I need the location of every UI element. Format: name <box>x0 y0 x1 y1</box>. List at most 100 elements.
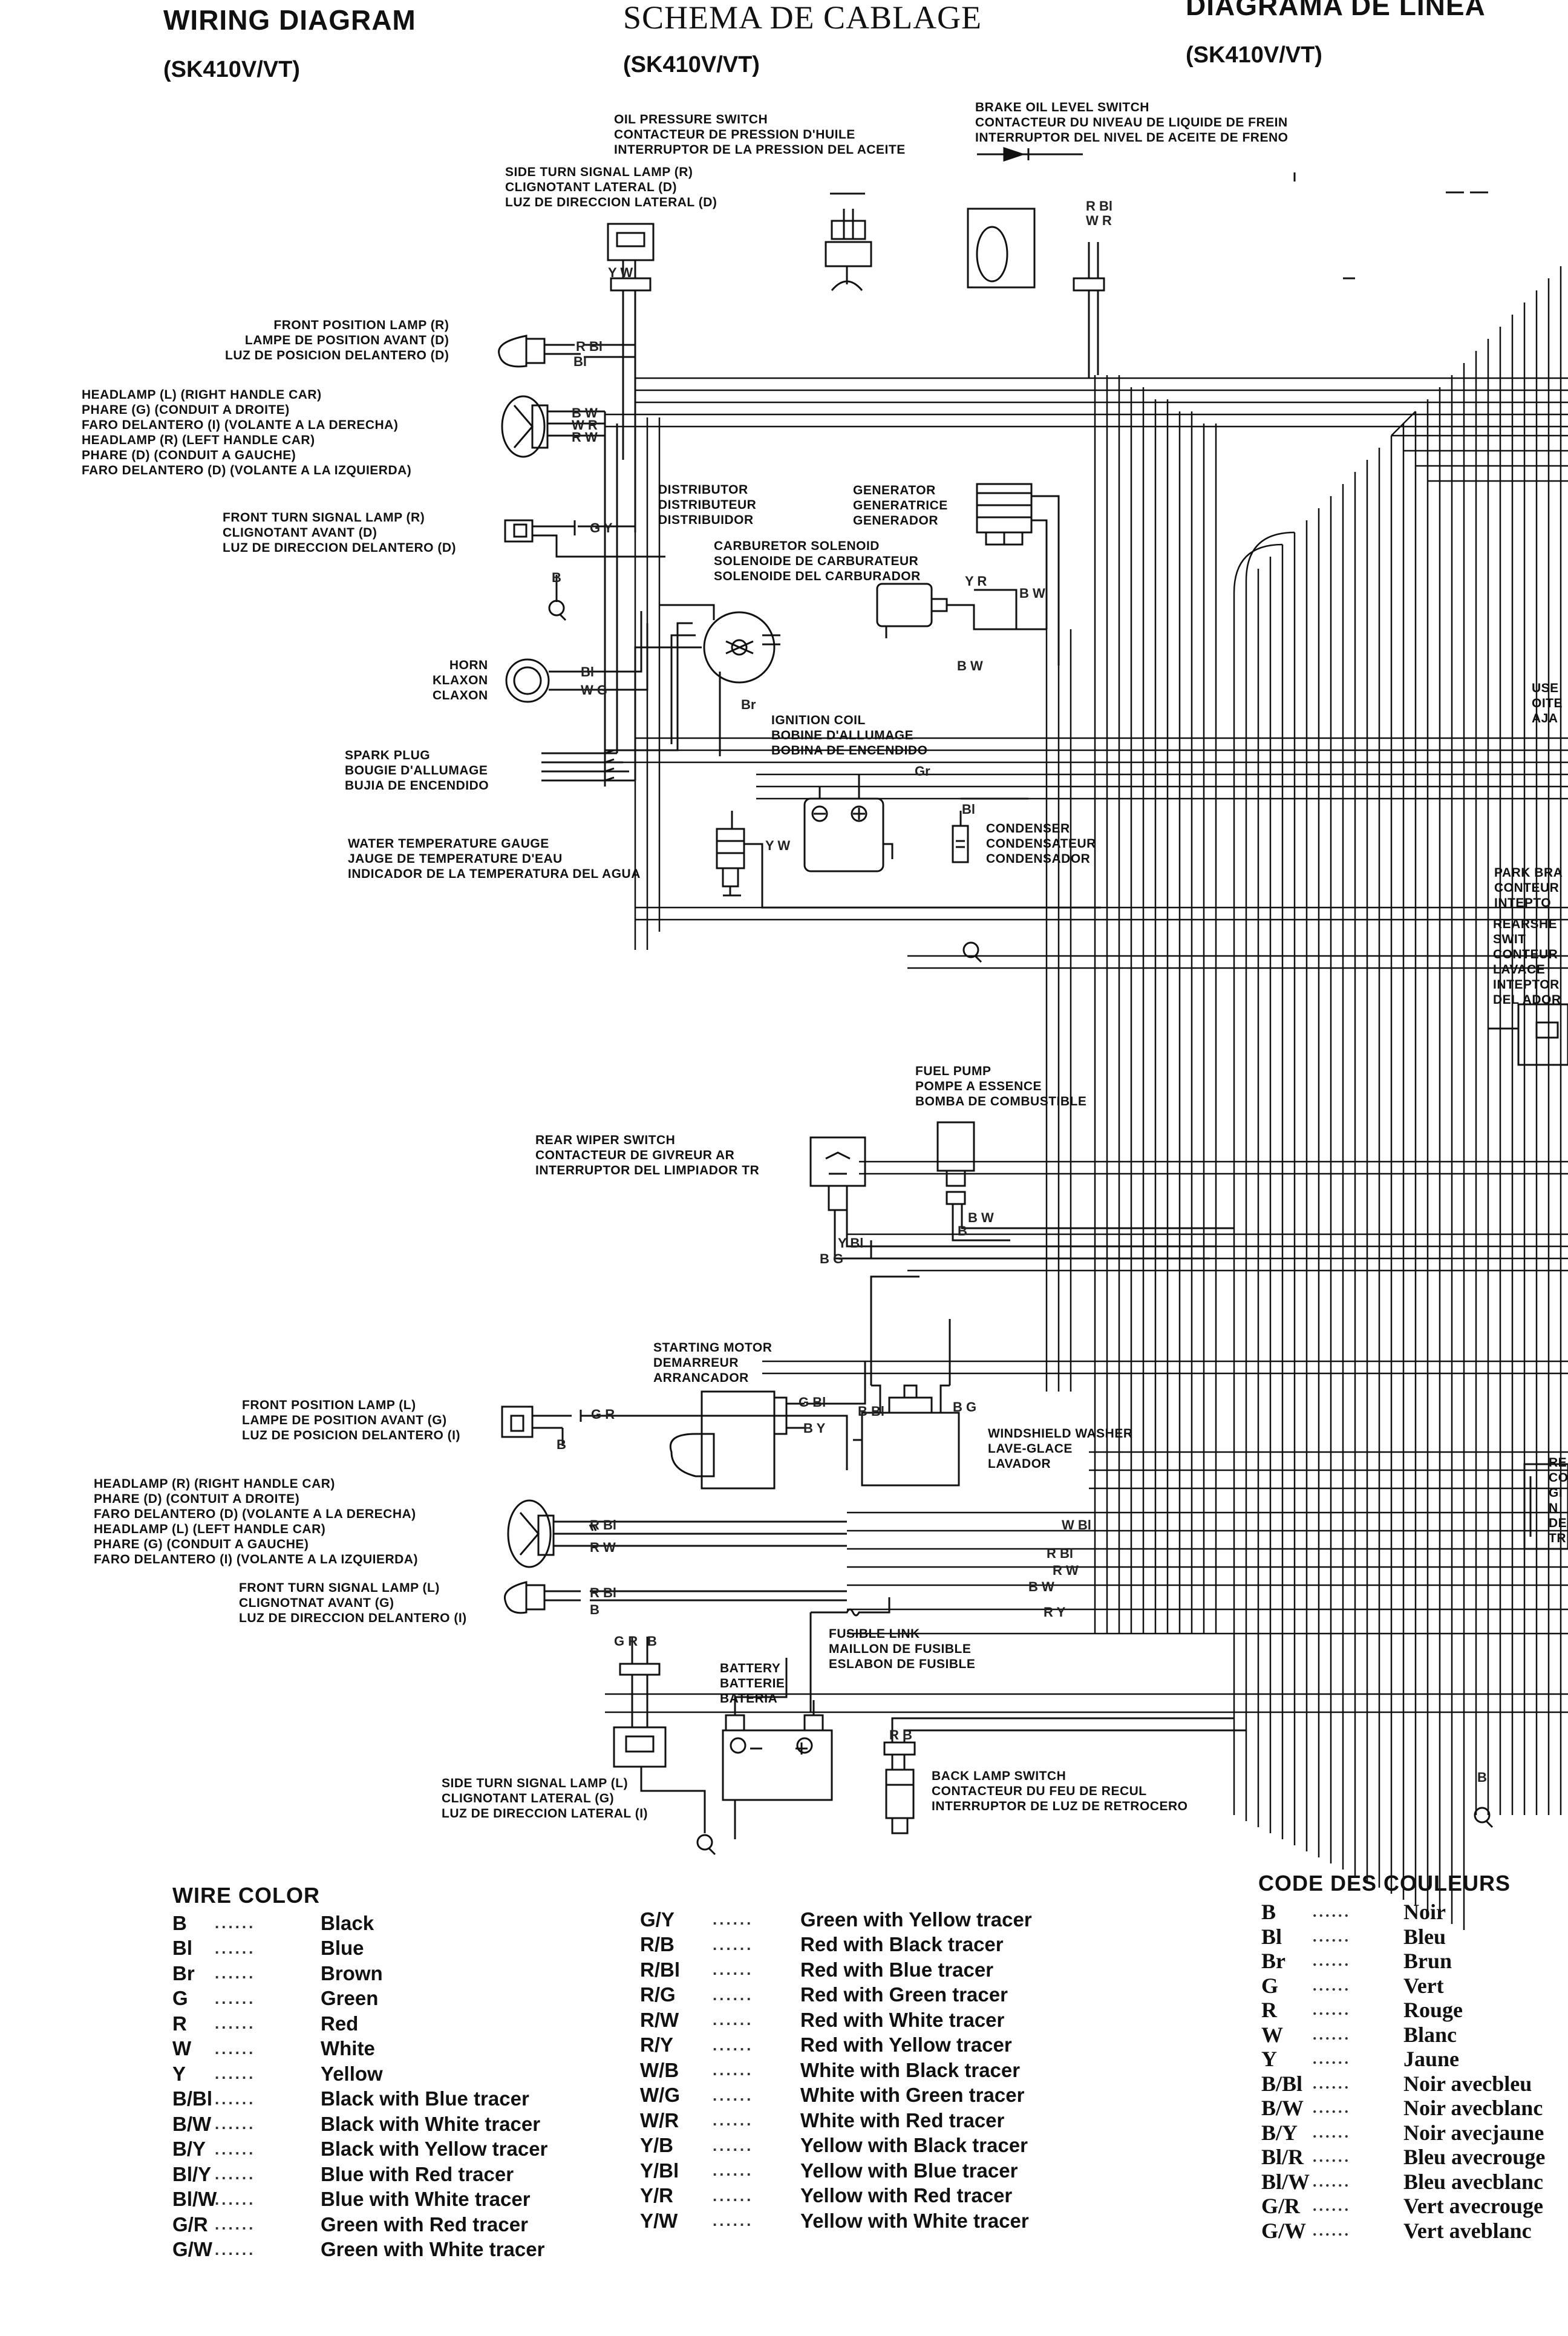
front-turn-signal-r-symbol <box>504 519 665 621</box>
headlamp-r-label: HEADLAMP (L) (RIGHT HANDLE CAR) PHARE (G… <box>82 388 412 477</box>
legend-code: Y/R <box>640 2184 674 2207</box>
starting-motor-label: STARTING MOTOR DEMARREUR ARRANCADOR <box>653 1341 773 1385</box>
legend-row: Bl/R......Bleu avecrouge <box>1261 2145 1545 2170</box>
legend-code: B <box>172 1911 187 1934</box>
legend-code: Bl/W <box>172 2188 217 2211</box>
wire-code: B W <box>1019 586 1045 601</box>
horn-label: HORN KLAXON CLAXON <box>433 658 488 702</box>
legend-name: Noir <box>1403 1900 1446 1925</box>
windshield-washer-symbol <box>853 1275 960 1487</box>
legend-row: B......Noir <box>1261 1900 1545 1925</box>
legend-name: Black with White tracer <box>321 2112 541 2135</box>
legend-row: Br......Brun <box>1261 1949 1545 1974</box>
header-title: DIAGRAMA DE LINEA <box>1186 0 1486 21</box>
legend-name: Black <box>321 1911 374 1934</box>
legend-dots: ...... <box>713 2161 754 2180</box>
battery-symbol <box>722 1658 833 1839</box>
condenser-label: CONDENSER CONDENSATEUR CONDENSADOR <box>986 822 1096 866</box>
legend-dots: ...... <box>215 2064 256 2083</box>
legend-row: B...... Black <box>172 1911 547 1936</box>
headlamp-r-symbol <box>501 395 618 787</box>
wire-code: Bl <box>962 802 975 817</box>
legend-row: W/G......White with Green tracer <box>640 2083 1032 2109</box>
legend-code: Y/W <box>640 2209 678 2232</box>
generator-label: GENERATOR GENERATRICE GENERADOR <box>853 483 948 528</box>
legend-name: Rouge <box>1403 1998 1463 2023</box>
legend-dots: ...... <box>1313 2197 1351 2215</box>
wire-code: Gr <box>915 764 930 779</box>
battery-label: BATTERY BATTERIE BATERIA <box>720 1661 785 1706</box>
legend-row: W......Blanc <box>1261 2023 1545 2047</box>
legend-row: Y/R...... Yellow with Red tracer <box>640 2184 1032 2209</box>
legend-dots: ...... <box>1313 2221 1351 2239</box>
legend-name: Yellow with Blue tracer <box>800 2159 1018 2182</box>
legend-dots: ...... <box>713 1935 754 1954</box>
legend-name: Noir avecblanc <box>1403 2096 1543 2121</box>
legend-dots: ...... <box>215 1914 256 1932</box>
legend-dots: ...... <box>1313 1927 1351 1945</box>
brake-oil-level-switch-label: BRAKE OIL LEVEL SWITCH CONTACTEUR DU NIV… <box>975 100 1289 145</box>
center-harness <box>634 375 1217 1634</box>
legend-code: G/R <box>1261 2194 1301 2219</box>
legend-dots: ...... <box>1313 1976 1351 1994</box>
legend-dots: ...... <box>713 2086 754 2104</box>
legend-row: Y......Yellow <box>172 2061 547 2087</box>
wire-code: R Y <box>1044 1605 1066 1620</box>
condenser-symbol <box>952 797 1028 863</box>
spark-plug-label: SPARK PLUG BOUGIE D'ALLUMAGE BUJIA DE EN… <box>345 748 489 793</box>
wire-code: B Y <box>803 1421 826 1436</box>
legend-dots: ...... <box>1313 2001 1351 2019</box>
legend-row: Bl/W......Blue with White tracer <box>172 2187 547 2213</box>
legend-name: Bleu avecrouge <box>1403 2145 1546 2170</box>
horn-symbol <box>505 611 648 703</box>
legend-code: Y/B <box>640 2134 674 2157</box>
back-lamp-switch-label: BACK LAMP SWITCH CONTACTEUR DU FEU DE RE… <box>932 1769 1188 1813</box>
legend-code: W/G <box>640 2084 680 2107</box>
legend-code: Bl <box>1261 1924 1282 1949</box>
wire-code: B Bl <box>858 1404 884 1419</box>
legend-dots: ...... <box>1313 2172 1351 2190</box>
legend-name: Black with Yellow tracer <box>321 2138 548 2161</box>
legend-code: G <box>172 1987 188 2010</box>
legend-code: Bl <box>172 1937 192 1960</box>
legend-name: Yellow with Red tracer <box>800 2184 1013 2207</box>
legend-dots: ...... <box>215 2115 256 2133</box>
wire-code: B <box>958 1223 967 1238</box>
right-lower-component-label-cut: RE CO GI N DE TR <box>1549 1456 1568 1545</box>
legend-dots: ...... <box>215 2215 256 2234</box>
legend-code: Y <box>172 2062 186 2085</box>
headlamp-l-label: HEADLAMP (R) (RIGHT HANDLE CAR) PHARE (D… <box>94 1477 418 1566</box>
legend-code: W/R <box>640 2109 679 2132</box>
legend-dots: ...... <box>1313 2074 1351 2092</box>
wire-code: R Bl <box>1086 198 1112 214</box>
front-position-lamp-l-label: FRONT POSITION LAMP (L) LAMPE DE POSITIO… <box>242 1398 460 1442</box>
legend-name: White <box>321 2037 375 2060</box>
legend-dots: ...... <box>713 2186 754 2205</box>
legend-row: B/W......Noir avecblanc <box>1261 2096 1545 2121</box>
wire-code: B <box>647 1634 657 1649</box>
side-turn-signal-r-symbol <box>607 223 655 532</box>
legend-dots: ...... <box>713 2010 754 2029</box>
wire-code: Y R <box>965 574 987 589</box>
legend-code: B/Bl <box>1261 2071 1303 2096</box>
wire-code: G R <box>591 1407 615 1422</box>
legend-code: Br <box>172 1961 195 1984</box>
wire-code: B W <box>572 405 598 420</box>
legend-code: R/G <box>640 1983 676 2006</box>
fusible-link-label: FUSIBLE LINK MAILLON DE FUSIBLE ESLABON … <box>829 1627 976 1671</box>
legend-row: G/R......Vert avecrouge <box>1261 2194 1545 2219</box>
oil-pressure-switch-symbol <box>825 192 872 291</box>
legend-row: B/Y......Noir avecjaune <box>1261 2121 1545 2145</box>
wire-code: R W <box>590 1540 616 1555</box>
oil-pressure-switch-label: OIL PRESSURE SWITCH CONTACTEUR DE PRESSI… <box>614 113 906 157</box>
side-turn-signal-l-symbol <box>613 1637 706 1833</box>
legend-name: Green with Red tracer <box>321 2213 528 2236</box>
brake-oil-level-switch-symbol <box>967 146 1488 378</box>
legend-dots: ...... <box>713 2211 754 2230</box>
wire-code: G R <box>614 1634 638 1649</box>
legend-name: Brown <box>321 1961 383 1984</box>
legend-dots: ...... <box>215 2014 256 2033</box>
wire-code: B <box>552 570 561 585</box>
legend-dots: ...... <box>713 1985 754 2004</box>
legend-code: G/W <box>172 2238 212 2261</box>
